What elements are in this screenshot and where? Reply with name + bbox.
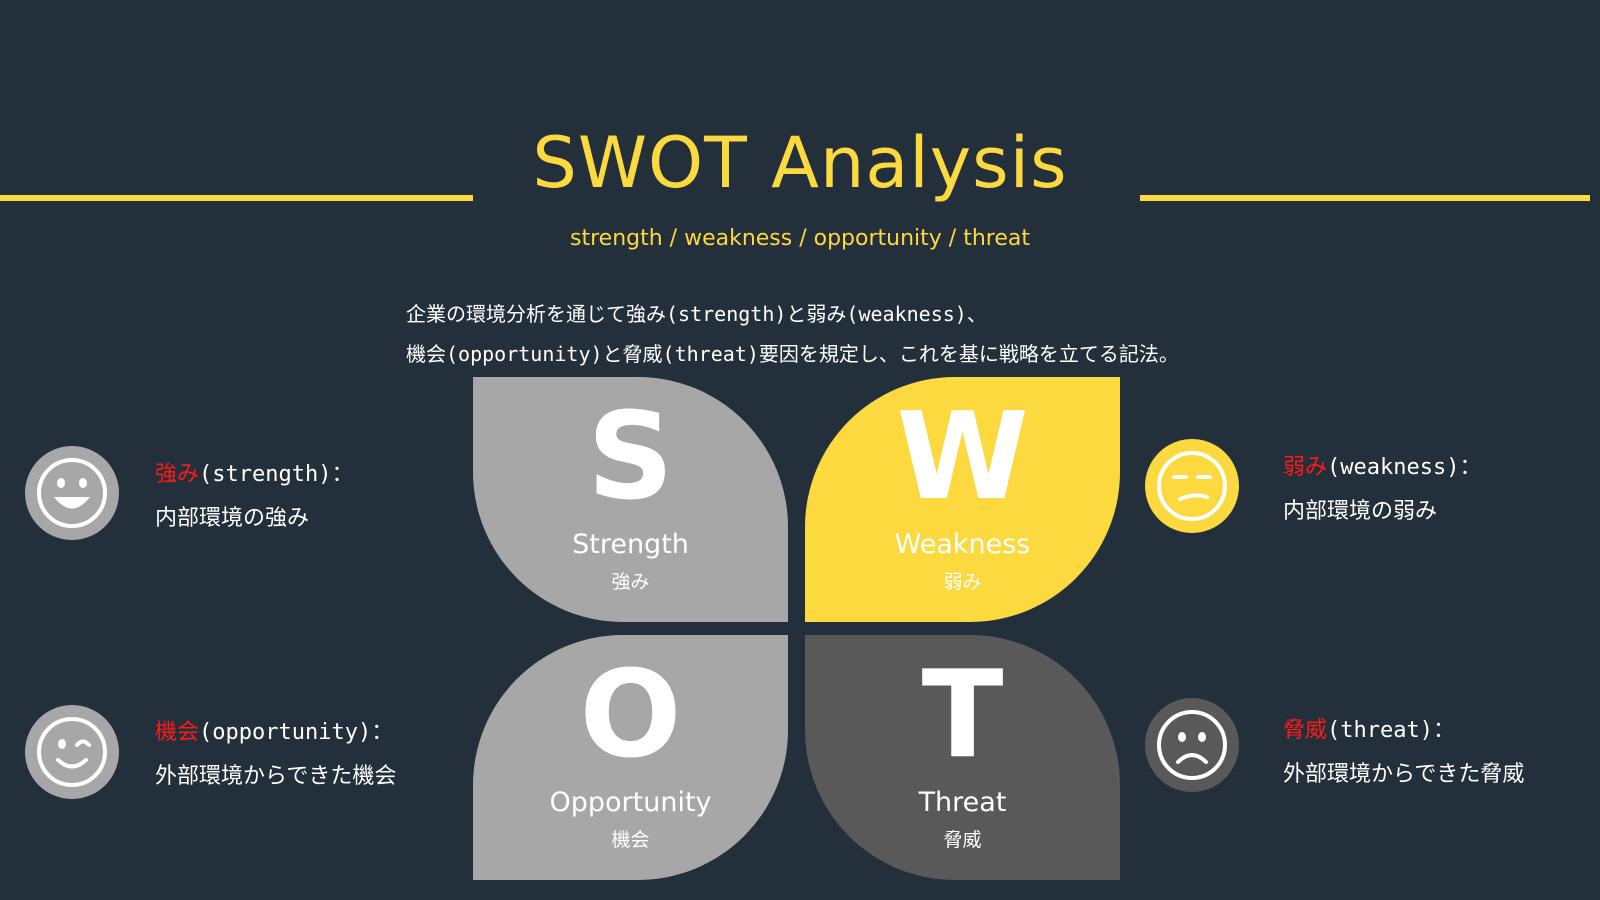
quadrant-label-en: Weakness — [894, 529, 1031, 560]
note-key: 機会 — [155, 720, 200, 745]
quadrant-label-ja: 弱み — [943, 571, 982, 593]
unamused-face-icon — [1145, 439, 1239, 533]
page-subtitle: strength / weakness / opportunity / thre… — [570, 226, 1030, 251]
note-heading: 機会(opportunity)： — [155, 711, 396, 755]
description-line-1: 企業の環境分析を通じて強み(strength)と弱み(weakness)、 — [406, 302, 987, 326]
quadrant-threat: T Threat 脅威 — [805, 635, 1120, 880]
note-key: 強み — [155, 462, 200, 487]
quadrant-label-ja: 強み — [611, 571, 650, 593]
title-rule-left — [0, 195, 473, 201]
note-threat: 脅威(threat)： 外部環境からできた脅威 — [1283, 709, 1524, 797]
note-weakness: 弱み(weakness)： 内部環境の弱み — [1283, 446, 1481, 534]
note-heading: 弱み(weakness)： — [1283, 446, 1481, 490]
quadrant-label-ja: 機会 — [611, 829, 650, 851]
note-desc: 内部環境の強み — [155, 506, 310, 531]
title-rule-right — [1140, 195, 1590, 201]
quadrant-letter: O — [579, 646, 682, 785]
big-smile-face-icon — [25, 446, 119, 540]
note-term: (strength)： — [199, 462, 354, 487]
note-heading: 脅威(threat)： — [1283, 709, 1524, 753]
note-term: (weakness)： — [1327, 455, 1482, 480]
quadrant-strength: S Strength 強み — [473, 377, 788, 622]
note-key: 弱み — [1283, 455, 1328, 480]
quadrant-letter: T — [921, 646, 1004, 785]
note-heading: 強み(strength)： — [155, 453, 353, 497]
quadrant-label-en: Strength — [572, 529, 689, 560]
note-strength: 強み(strength)： 内部環境の強み — [155, 453, 353, 541]
note-term: (threat)： — [1327, 718, 1455, 743]
description: 企業の環境分析を通じて強み(strength)と弱み(weakness)、 機会… — [406, 294, 1179, 374]
quadrant-label-en: Opportunity — [549, 787, 712, 818]
description-line-2: 機会(opportunity)と脅威(threat)要因を規定し、これを基に戦略… — [406, 342, 1179, 366]
note-opportunity: 機会(opportunity)： 外部環境からできた機会 — [155, 711, 396, 799]
quadrant-opportunity: O Opportunity 機会 — [473, 635, 788, 880]
note-key: 脅威 — [1283, 718, 1328, 743]
note-desc: 内部環境の弱み — [1283, 499, 1438, 524]
quadrant-label-ja: 脅威 — [943, 829, 982, 851]
winking-face-icon — [25, 705, 119, 799]
frowning-face-icon — [1145, 698, 1239, 792]
note-desc: 外部環境からできた脅威 — [1283, 762, 1525, 787]
note-desc: 外部環境からできた機会 — [155, 764, 397, 789]
quadrant-weakness: W Weakness 弱み — [805, 377, 1120, 622]
quadrant-letter: S — [587, 388, 674, 527]
note-term: (opportunity)： — [199, 720, 394, 745]
page-title: SWOT Analysis — [532, 122, 1068, 204]
quadrant-letter: W — [896, 388, 1029, 527]
quadrant-label-en: Threat — [918, 787, 1007, 818]
